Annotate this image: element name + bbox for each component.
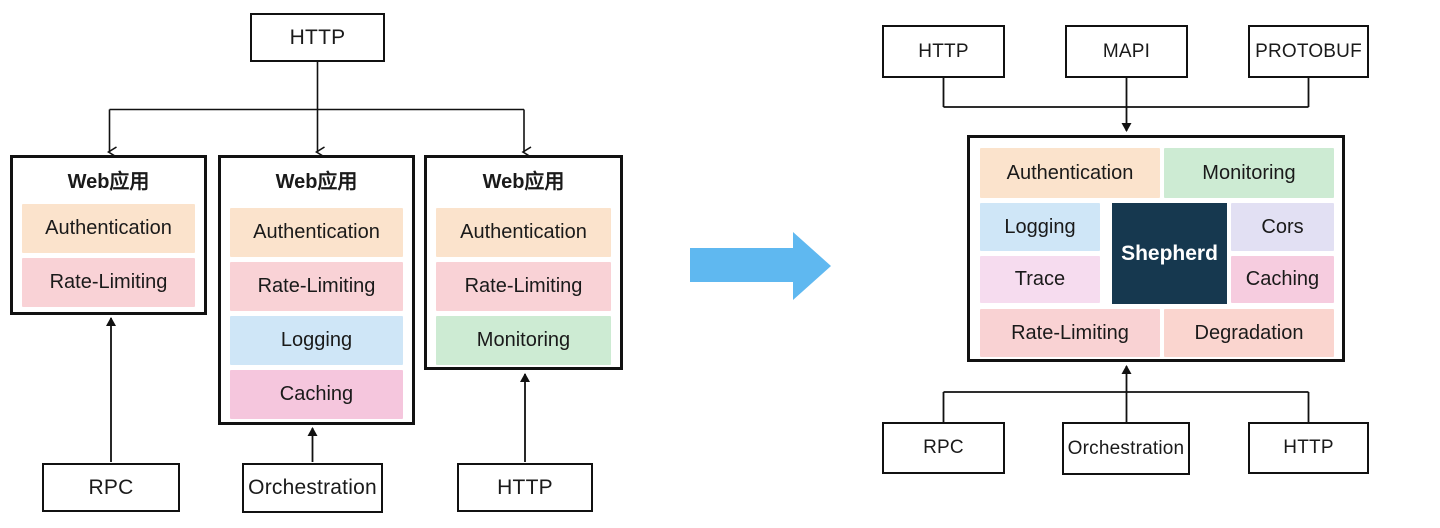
feature-block-rate-limiting: Rate-Limiting	[980, 309, 1160, 357]
right-backend-rpc-label: RPC	[923, 437, 964, 458]
feature-block-authentication: Authentication	[22, 204, 195, 253]
feature-block-authentication: Authentication	[436, 208, 611, 257]
right-backend-orchestration-box: Orchestration	[1062, 422, 1190, 475]
left-source-http-label: HTTP	[289, 25, 346, 49]
feature-block-authentication: Authentication	[980, 148, 1160, 198]
right-protocol-mapi-label: MAPI	[1102, 40, 1151, 62]
web-app-title: Web应用	[275, 170, 358, 193]
right-protocol-protobuf-label: PROTOBUF	[1255, 40, 1362, 62]
feature-block-caching: Caching	[230, 370, 403, 419]
left-backend-orchestration-box: Orchestration	[242, 463, 383, 513]
transform-arrow-icon	[690, 232, 831, 300]
feature-block-rate-limiting: Rate-Limiting	[230, 262, 403, 311]
right-backend-http-label: HTTP	[1283, 437, 1334, 458]
left-backend-orchestration-label: Orchestration	[248, 476, 377, 499]
left-backend-rpc-box: RPC	[42, 463, 180, 512]
right-backend-orchestration-label: Orchestration	[1067, 437, 1185, 459]
right-protocol-mapi-box: MAPI	[1065, 25, 1188, 78]
right-protocol-protobuf-box: PROTOBUF	[1248, 25, 1369, 78]
left-backend-rpc-label: RPC	[88, 475, 134, 499]
feature-block-logging: Logging	[230, 316, 403, 365]
web-app-box-1: Web应用 Authentication Rate-Limiting	[10, 155, 207, 315]
feature-block-logging: Logging	[980, 203, 1100, 251]
web-app-title: Web应用	[482, 170, 565, 193]
feature-block-degradation: Degradation	[1164, 309, 1334, 357]
feature-block-rate-limiting: Rate-Limiting	[22, 258, 195, 307]
right-protocol-http-label: HTTP	[918, 40, 969, 62]
web-app-title: Web应用	[67, 170, 150, 193]
web-app-box-2: Web应用 Authentication Rate-Limiting Loggi…	[218, 155, 415, 425]
shepherd-core-block: Shepherd	[1112, 203, 1227, 304]
feature-block-cors: Cors	[1231, 203, 1334, 251]
feature-block-authentication: Authentication	[230, 208, 403, 257]
feature-block-caching: Caching	[1231, 256, 1334, 303]
feature-block-monitoring: Monitoring	[436, 316, 611, 365]
left-backend-http-label: HTTP	[497, 475, 553, 499]
right-backend-http-box: HTTP	[1248, 422, 1369, 474]
left-backend-http-box: HTTP	[457, 463, 593, 512]
feature-block-trace: Trace	[980, 256, 1100, 303]
feature-block-rate-limiting: Rate-Limiting	[436, 262, 611, 311]
web-app-box-3: Web应用 Authentication Rate-Limiting Monit…	[424, 155, 623, 370]
left-source-http-box: HTTP	[250, 13, 385, 62]
feature-block-monitoring: Monitoring	[1164, 148, 1334, 198]
right-protocol-http-box: HTTP	[882, 25, 1005, 78]
right-backend-rpc-box: RPC	[882, 422, 1005, 474]
shepherd-gateway-box: Authentication Monitoring Logging Shephe…	[967, 135, 1345, 362]
